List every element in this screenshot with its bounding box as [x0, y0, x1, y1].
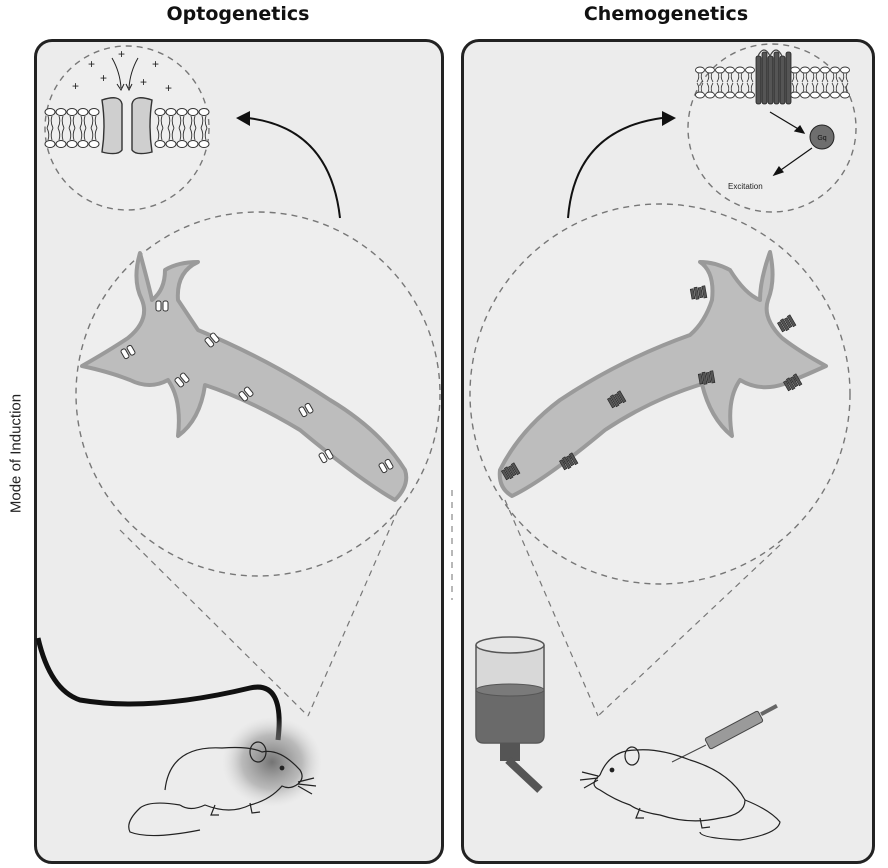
dreadd-receptors-on-neuron	[501, 285, 803, 481]
svg-text:+: +	[165, 81, 172, 95]
opsin-channels-on-neuron	[120, 300, 394, 474]
neuron-zoom-circle-right	[469, 203, 851, 585]
g-protein-gq	[809, 124, 835, 150]
neuron-zoom-circle	[75, 211, 441, 577]
receptor-zoom-circle: Gq Excitation	[687, 43, 857, 213]
svg-text:+: +	[152, 57, 159, 71]
membrane-zoom-circle: + + + + + + +	[44, 45, 210, 211]
svg-text:+: +	[72, 79, 79, 93]
optical-fiber-cable	[35, 637, 282, 741]
title-chemogenetics: Chemogenetics	[583, 3, 749, 25]
lipid-bilayer-right	[695, 66, 850, 99]
opsin-channel-icon	[101, 97, 153, 155]
dreadd-receptor-icon	[755, 49, 792, 105]
g-protein-label: Gq	[817, 135, 826, 142]
mouse-with-optical-fiber-icon	[128, 741, 317, 837]
svg-text:+: +	[118, 47, 125, 61]
svg-text:+: +	[88, 57, 95, 71]
svg-text:+: +	[140, 75, 147, 89]
zoom-cone-right	[504, 499, 781, 717]
ion-plus-signs: + + + + + + +	[72, 47, 172, 95]
excitation-label: Excitation	[728, 182, 763, 191]
syringe-icon	[671, 704, 778, 763]
svg-text:+: +	[100, 71, 107, 85]
mouse-with-syringe-icon	[579, 746, 781, 841]
lipid-bilayer	[44, 108, 210, 148]
neuron-right	[497, 250, 828, 498]
title-optogenetics: Optogenetics	[166, 3, 310, 25]
arrow-to-receptor-right	[567, 111, 676, 219]
neuron-left	[80, 251, 409, 502]
water-bottle-icon	[475, 636, 545, 793]
zoom-cone-left	[119, 509, 399, 717]
signaling-arrows	[769, 111, 813, 177]
ion-flow-arrows	[111, 57, 139, 92]
arrow-to-membrane-left	[236, 111, 341, 219]
